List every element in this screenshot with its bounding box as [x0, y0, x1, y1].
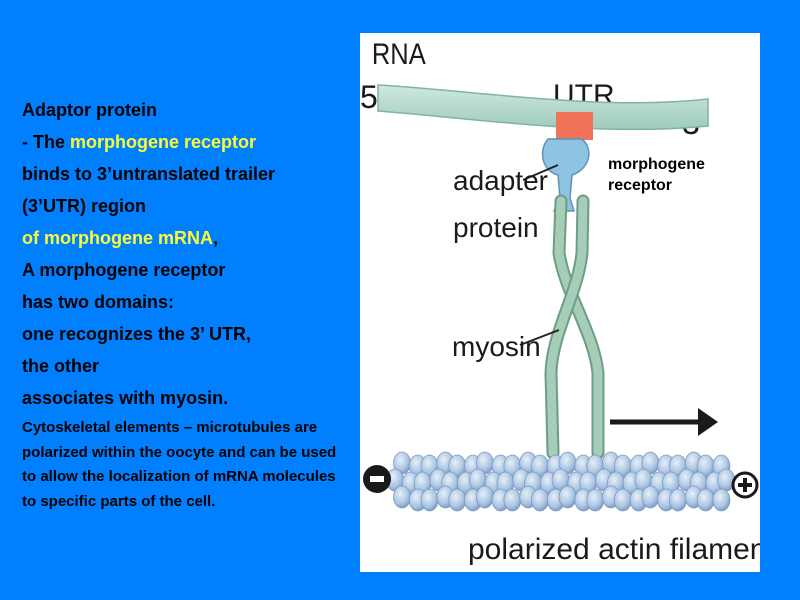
rna-strand — [377, 84, 709, 131]
actin-bead — [613, 488, 632, 512]
text-line-7: has two domains: — [22, 292, 175, 312]
utr-region — [556, 112, 593, 140]
text-line-5: of morphogene mRNA, — [22, 222, 352, 254]
diagram-panel: RNA 5′ 3′ UTR adapter protein myosin — [360, 33, 760, 572]
cytoskeletal-paragraph: Cytoskeletal elements – microtubules are… — [22, 419, 337, 510]
highlight-morphogene-receptor: morphogene receptor — [70, 132, 257, 152]
text-fragment: , — [213, 228, 219, 248]
receptor-label-line2: receptor — [608, 177, 673, 194]
text-fragment: - The — [22, 132, 70, 152]
adapter-pointer — [522, 164, 559, 181]
text-line-4: (3’UTR) region — [22, 196, 146, 216]
diagram-svg: RNA 5′ 3′ UTR adapter protein myosin — [360, 37, 760, 566]
description-text: Adaptor protein - The morphogene recepto… — [22, 94, 352, 529]
myosin-label: myosin — [452, 331, 541, 362]
text-line-6: A morphogene receptor — [22, 260, 226, 280]
myosin-molecule — [544, 194, 605, 460]
text-line-10: associates with myosin. — [22, 388, 229, 408]
rna-label: RNA — [372, 37, 426, 70]
myosin-pointer — [519, 329, 560, 346]
adapter-protein — [541, 138, 590, 212]
actin-bead — [641, 485, 660, 509]
adapter-label-line2: protein — [453, 212, 539, 243]
actin-bead — [393, 485, 411, 509]
adapter-label-line1: adapter — [453, 165, 548, 196]
actin-bead — [531, 488, 549, 512]
actin-bead — [448, 488, 467, 512]
minus-end-icon — [363, 465, 391, 493]
actin-bead — [558, 485, 577, 509]
plus-end-icon — [731, 471, 759, 499]
text-line-8: one recognizes the 3’ UTR, — [22, 324, 252, 344]
actin-bead — [420, 488, 439, 512]
actin-bead — [475, 485, 494, 509]
actin-bead — [503, 488, 522, 512]
text-line-2: - The morphogene receptor — [22, 126, 352, 158]
heading-adaptor-protein: Adaptor protein — [22, 100, 157, 120]
text-line-3: binds to 3’untranslated trailer — [22, 164, 276, 184]
highlight-morphogene-mrna: of morphogene mRNA — [22, 228, 213, 248]
morphogene-receptor-label: morphogene receptor — [608, 154, 705, 196]
receptor-label-line1: morphogene — [608, 156, 705, 173]
actin-bead — [586, 488, 605, 512]
actin-bead — [669, 488, 687, 512]
text-line-9: the other — [22, 356, 100, 376]
actin-bead — [696, 488, 715, 512]
actin-label: polarized actin filament — [468, 533, 760, 566]
actin-filament — [386, 451, 736, 512]
direction-arrow-icon — [610, 408, 718, 436]
actin-bead — [712, 488, 731, 512]
